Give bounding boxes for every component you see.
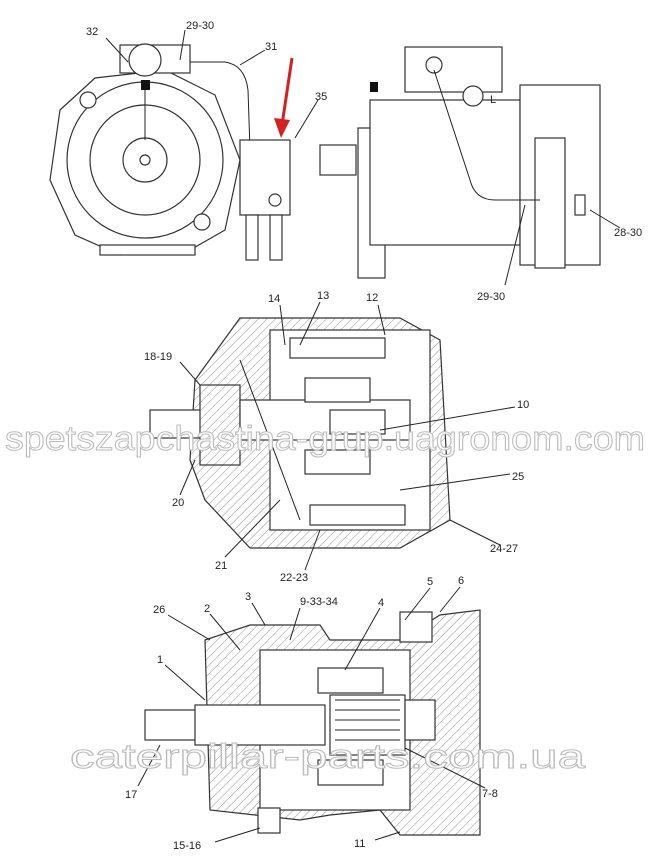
label-15-16: 15-16 (173, 840, 201, 852)
label-1: 1 (157, 654, 163, 666)
pump-side-view: L (319, 46, 601, 279)
label-31: 31 (265, 41, 277, 53)
label-22-23: 22-23 (280, 572, 308, 584)
pump-section-view-2 (144, 609, 481, 836)
label-5: 5 (427, 576, 433, 588)
label-12: 12 (366, 292, 378, 304)
label-4: 4 (378, 597, 384, 609)
watermark-1: spetszapchastina-grup.uagronom.com (5, 420, 645, 458)
label-9-33-34: 9-33-34 (300, 596, 338, 608)
part-labels: 32 29-30 31 35 28-30 29-30 14 13 12 18-1… (86, 20, 642, 852)
label-2: 2 (204, 603, 210, 615)
label-18-19: 18-19 (144, 351, 172, 363)
pump-front-view (49, 43, 291, 261)
label-29-30-b: 29-30 (477, 291, 505, 303)
label-26: 26 (153, 604, 165, 616)
leader-lines (105, 29, 621, 843)
label-6: 6 (458, 575, 464, 587)
watermark-2: caterpillar-parts.com.ua (70, 738, 585, 776)
label-28-30: 28-30 (614, 227, 642, 239)
indicator-arrow-head (274, 118, 290, 138)
label-3: 3 (245, 591, 251, 603)
label-24-27: 24-27 (490, 543, 518, 555)
pump-section-view-1 (149, 317, 451, 549)
label-14: 14 (268, 293, 280, 305)
label-7-8: 7-8 (482, 788, 498, 800)
port-mark-l: L (490, 94, 496, 106)
label-20: 20 (172, 497, 184, 509)
label-10: 10 (517, 399, 529, 411)
label-21: 21 (215, 560, 227, 572)
label-11: 11 (354, 838, 365, 850)
label-13: 13 (317, 290, 329, 302)
label-32: 32 (86, 26, 98, 38)
label-35: 35 (315, 91, 327, 103)
label-17: 17 (125, 789, 137, 801)
indicator-arrow (280, 57, 294, 126)
label-29-30-a: 29-30 (186, 20, 214, 32)
label-25: 25 (512, 471, 524, 483)
